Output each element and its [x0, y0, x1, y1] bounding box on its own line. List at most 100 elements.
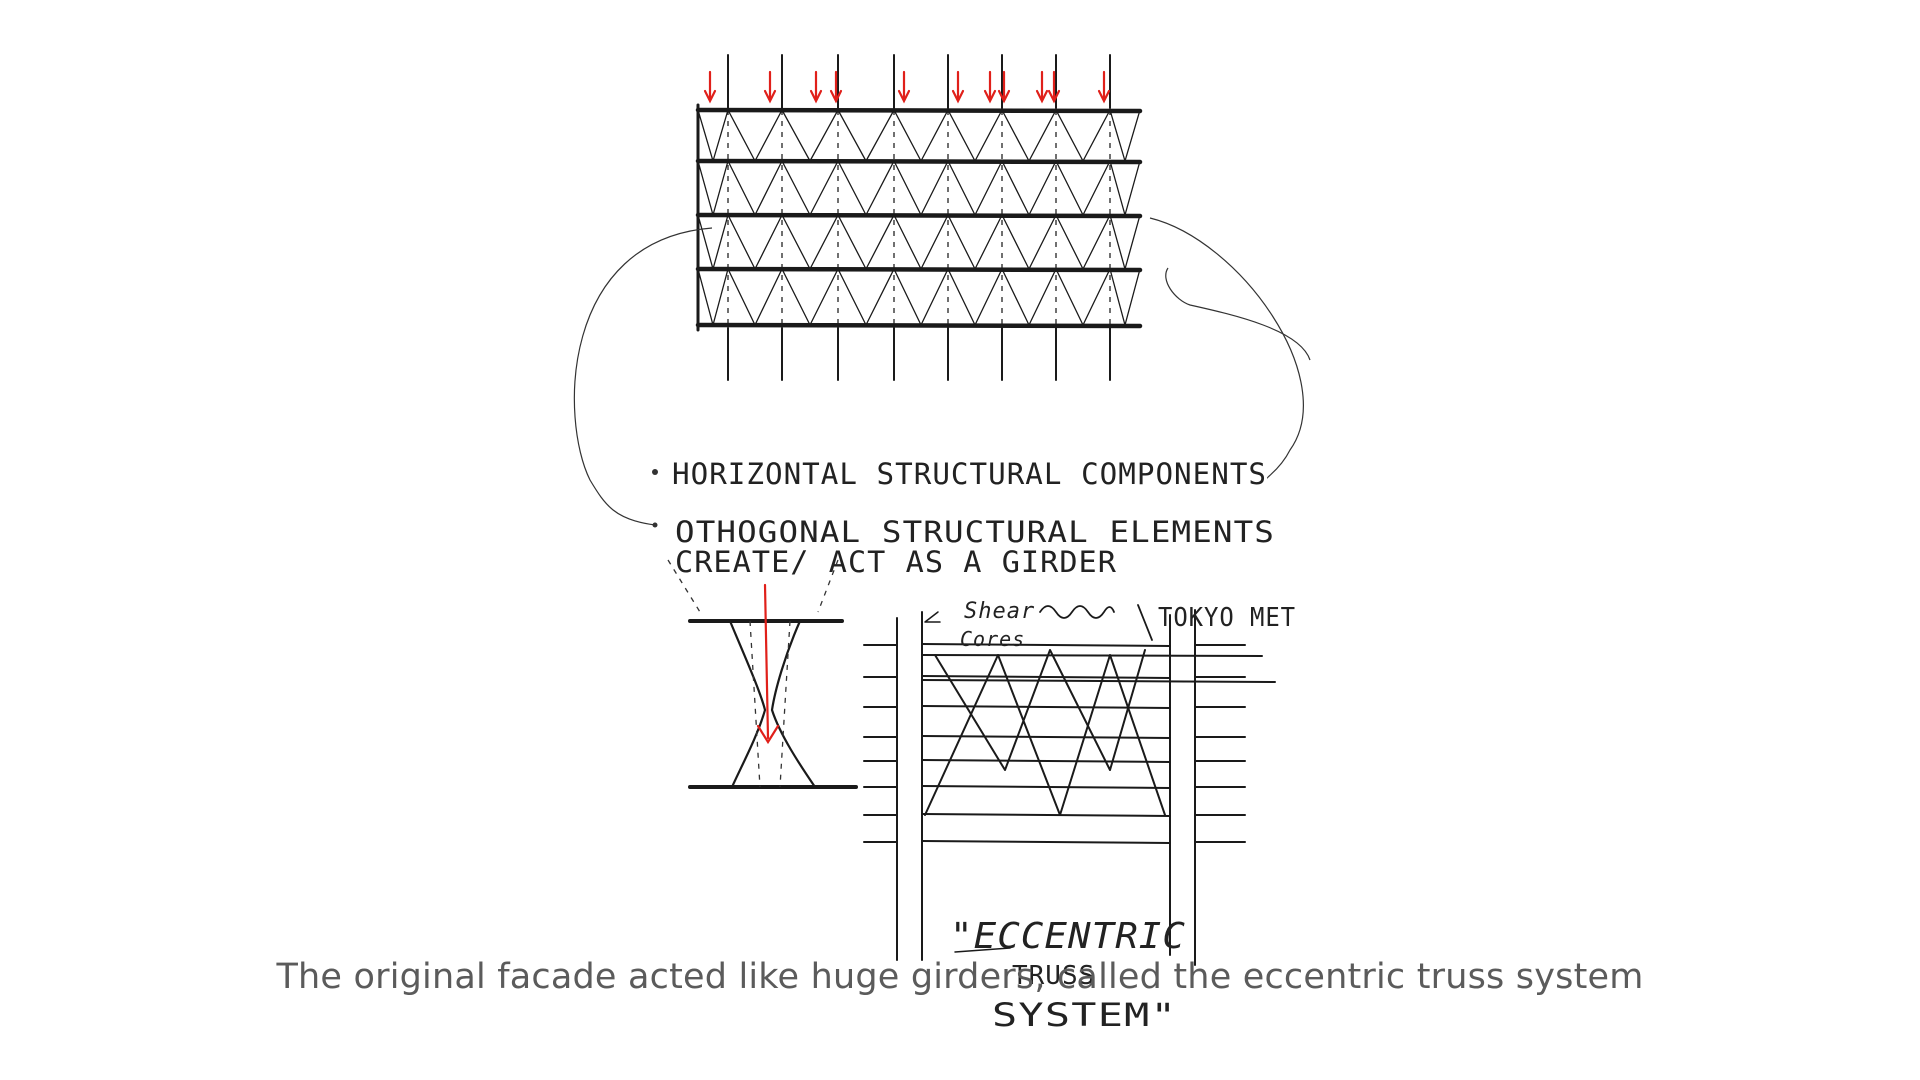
truss-floor [921, 643, 1171, 647]
brace-diagonal [1124, 268, 1141, 326]
brace-diagonal [865, 160, 895, 216]
brace-diagonal [865, 214, 895, 270]
floor-beam [695, 266, 1143, 273]
brace-diagonal [893, 160, 922, 216]
facade-grid [695, 54, 1143, 381]
floor-beam [695, 158, 1143, 165]
brace-diagonal [947, 109, 976, 162]
load-arrow-head [703, 89, 717, 104]
truss-floor [921, 840, 1171, 844]
brace-diagonal [754, 160, 783, 216]
title-eccentric: "ECCENTRIC [950, 916, 1186, 957]
load-arrow-head [809, 89, 823, 104]
load-arrow-head [1097, 89, 1111, 104]
brace-diagonal [1055, 109, 1084, 162]
brace-diagonal [974, 268, 1003, 326]
note-orthogonal-elements: OTHOGONAL STRUCTURAL ELEMENTS [675, 515, 1275, 549]
load-arrows [703, 70, 1111, 104]
brace-diagonal [920, 160, 949, 216]
load-arrow-head [897, 89, 911, 104]
brace-diagonal [974, 109, 1003, 162]
brace-diagonal [1028, 214, 1057, 270]
brace-diagonal [754, 109, 783, 162]
brace-diagonal [1082, 109, 1111, 162]
brace-diagonal [781, 214, 811, 270]
floor-beam [695, 322, 1143, 329]
brace-diagonal [947, 214, 976, 270]
brace-diagonal [809, 268, 839, 326]
brace-diagonal [1082, 268, 1111, 326]
brace-diagonal [727, 160, 756, 216]
brace-diagonal [947, 160, 976, 216]
truss-floor [921, 675, 1171, 679]
brace-diagonal [1109, 214, 1126, 270]
truss-floor [921, 735, 1171, 739]
bullet-dot-1 [652, 469, 658, 475]
brace-diagonal [1028, 268, 1057, 326]
load-arrow-head [763, 89, 777, 104]
grid-columns [696, 54, 1111, 381]
brace-diagonal [920, 109, 949, 162]
floor-beam [695, 212, 1143, 219]
load-arrow-head [1035, 89, 1049, 104]
label-shear-cores-1: Shear [964, 599, 1035, 624]
note-horizontal-components: HORIZONTAL STRUCTURAL COMPONENTS [672, 457, 1267, 491]
truss-floor-second [921, 679, 1276, 683]
brace-diagonal [712, 109, 729, 162]
brace-diagonal [754, 214, 783, 270]
brace-diagonal [1055, 160, 1084, 216]
brace-diagonal [837, 160, 867, 216]
brace-diagonal [865, 109, 895, 162]
brace-diagonal [865, 268, 895, 326]
brace-diagonal [893, 268, 922, 326]
brace-diagonal [1001, 160, 1030, 216]
brace-diagonal [920, 268, 949, 326]
title-truss: TRUSS [1012, 961, 1095, 991]
grid-diagonal-bracing [697, 109, 1141, 326]
brace-diagonal [697, 160, 714, 216]
brace-diagonal [837, 268, 867, 326]
brace-diagonal [697, 109, 714, 162]
truss-floor-top [921, 654, 1263, 657]
brace-diagonal [712, 160, 729, 216]
brace-diagonal [1124, 109, 1141, 162]
brace-diagonal [809, 214, 839, 270]
brace-diagonal [837, 214, 867, 270]
connector-curve-left [573, 227, 713, 526]
grid-floor-beams [695, 107, 1143, 329]
brace-diagonal [781, 109, 811, 162]
brace-diagonal [974, 160, 1003, 216]
load-arrow-head [997, 89, 1011, 104]
brace-diagonal [712, 214, 729, 270]
brace-diagonal [727, 214, 756, 270]
brace-diagonal [974, 214, 1003, 270]
truss-floor [921, 785, 1171, 789]
brace-diagonal [893, 109, 922, 162]
brace-diagonal [1028, 109, 1057, 162]
brace-diagonal [1001, 214, 1030, 270]
brace-diagonal [697, 268, 714, 326]
brace-diagonal [697, 214, 714, 270]
title-system: SYSTEM" [992, 996, 1177, 1034]
floor-beam [695, 107, 1143, 114]
load-arrow-head [829, 89, 843, 104]
girder-load-arrow [763, 583, 770, 740]
load-arrow-head [983, 89, 997, 104]
note-act-as-girder: CREATE/ ACT AS A GIRDER [675, 545, 1117, 579]
truss-floor [921, 759, 1171, 763]
brace-diagonal [1082, 214, 1111, 270]
hourglass-girder-detail [667, 559, 858, 789]
brace-diagonal [1124, 160, 1141, 216]
eccentric-truss-sketch [863, 604, 1276, 966]
brace-diagonal [1109, 160, 1126, 216]
brace-diagonal [754, 268, 783, 326]
brace-diagonal [1055, 268, 1084, 326]
truss-floor [921, 705, 1171, 709]
brace-diagonal [1001, 109, 1030, 162]
brace-diagonal [1109, 268, 1126, 326]
brace-diagonal [1124, 214, 1141, 270]
brace-diagonal [809, 160, 839, 216]
brace-diagonal [1028, 160, 1057, 216]
brace-diagonal [1109, 109, 1126, 162]
